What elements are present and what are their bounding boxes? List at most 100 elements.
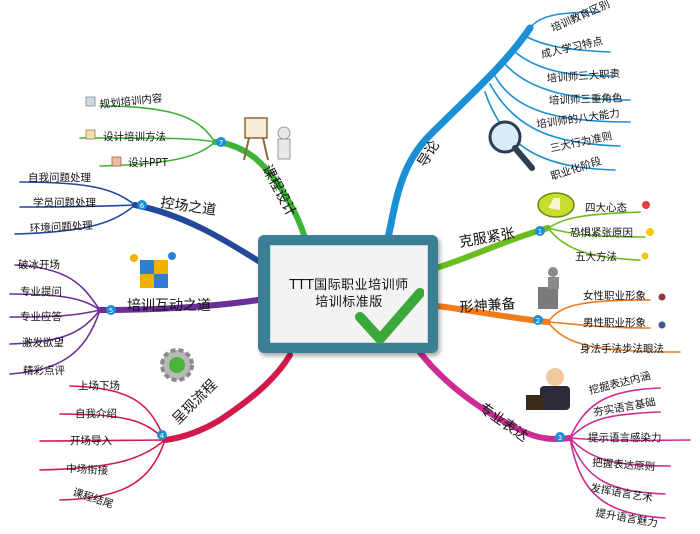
twig-kongchang-2 xyxy=(19,204,136,208)
badge-number-kecheng: 7 xyxy=(219,139,223,147)
center-title: TTT国际职业培训师 培训标准版 xyxy=(270,245,428,343)
branch-hudong xyxy=(9,264,261,375)
podium-icon xyxy=(538,267,559,309)
branch-trunk-kefu xyxy=(427,225,551,273)
branch-item: 五大方法 xyxy=(575,250,617,263)
twig-hudong-3 xyxy=(9,309,101,318)
twig-zhuanye-1 xyxy=(569,387,661,439)
branch-item: 中场衔接 xyxy=(66,462,109,477)
twig-hudong-1 xyxy=(14,264,101,311)
branch-item: 培训教育区别 xyxy=(549,0,612,35)
branch-item: 把握表达原则 xyxy=(592,456,656,473)
branch-items-kefu: 四大心态 恐惧紧张原因 五大方法 xyxy=(570,201,633,263)
branch-label-hudong: 培训互动之道 xyxy=(127,298,211,314)
branch-item: 发挥语言艺术 xyxy=(589,481,654,505)
branch-daolun xyxy=(381,11,631,254)
twig-kecheng-1 xyxy=(99,105,216,143)
branch-trunk-hudong xyxy=(97,297,261,313)
center-node: TTT国际职业培训师 培训标准版 xyxy=(258,235,438,353)
branch-item: 提升语言魅力 xyxy=(594,506,658,530)
twig-hudong-2 xyxy=(9,293,101,311)
branch-item: 自我问题处理 xyxy=(28,171,91,184)
badge-zhuanye xyxy=(555,432,565,442)
twig-xingshen-3 xyxy=(547,321,681,353)
twig-daolun-6 xyxy=(489,83,621,147)
branch-kongchang xyxy=(14,181,263,265)
badge-number-chengxian: 4 xyxy=(160,432,165,440)
branch-items-daolun: 培训教育区别 成人学习特点 培训师三大职责 培训师三重角色 培训师的八大能力 三… xyxy=(536,0,623,183)
gear-icon xyxy=(160,348,194,382)
magnifier-icon xyxy=(488,120,535,171)
twig-kecheng-2 xyxy=(79,137,216,143)
branch-items-kongchang: 自我问题处理 学员问题处理 环境问题处理 xyxy=(28,171,96,235)
badge-number-kongchang: 6 xyxy=(140,202,145,210)
twig-chengxian-5 xyxy=(59,439,166,501)
badge-number-zhuanye: 3 xyxy=(558,434,562,442)
branch-item: 开场导入 xyxy=(70,434,112,447)
twig-kongchang-1 xyxy=(19,181,136,206)
twig-daolun-4 xyxy=(504,63,631,101)
branch-trunk-kongchang xyxy=(132,202,263,265)
branch-label-chengxian: 呈现流程 xyxy=(170,377,221,428)
branch-item: 环境问题处理 xyxy=(29,219,93,235)
heart-icon xyxy=(642,201,650,209)
branch-trunk-daolun xyxy=(381,24,534,254)
branch-item: 规划培训内容 xyxy=(99,91,164,111)
twig-chengxian-1 xyxy=(69,385,166,441)
branch-item: 成人学习特点 xyxy=(540,34,604,61)
twig-daolun-2 xyxy=(524,35,611,53)
branch-item: 男性职业形象 xyxy=(583,316,646,329)
twig-zhuanye-5 xyxy=(569,437,666,495)
twig-zhuanye-2 xyxy=(569,411,661,439)
twig-daolun-3 xyxy=(514,51,616,77)
person-icon xyxy=(658,293,666,301)
badge-kecheng xyxy=(216,137,226,147)
branch-item: 激发欲望 xyxy=(22,336,64,349)
twig-chengxian-3 xyxy=(39,439,166,442)
branch-item: 恐惧紧张原因 xyxy=(570,226,633,239)
twig-xingshen-1 xyxy=(547,299,651,323)
badge-xingshen xyxy=(533,315,543,325)
branch-item: 设计PPT xyxy=(128,156,169,169)
twig-daolun-5 xyxy=(494,75,631,123)
twig-kefu-1 xyxy=(547,211,641,229)
face-icon xyxy=(646,228,654,236)
document-icon xyxy=(85,96,96,107)
branch-label-zhuanye: 专业表达 xyxy=(476,400,531,445)
twig-daolun-1 xyxy=(529,11,601,29)
branch-trunk-kecheng xyxy=(212,139,308,241)
branch-item: 培训师的八大能力 xyxy=(536,106,621,131)
badge-kongchang xyxy=(137,200,147,210)
badge-kefu xyxy=(535,226,545,236)
twig-zhuanye-3 xyxy=(569,437,691,442)
badge-hudong xyxy=(106,305,116,315)
branch-items-zhuanye: 挖掘表达内涵 夯实语言基础 提示语言感染力 把握表达原则 发挥语言艺术 提升语言… xyxy=(588,369,662,530)
branch-items-kecheng: 规划培训内容 设计培训方法 设计PPT xyxy=(99,91,169,169)
twig-kefu-2 xyxy=(547,227,646,238)
branch-item: 精彩点评 xyxy=(23,364,65,377)
branch-items-xingshen: 女性职业形象 男性职业形象 身法手法步法眼法 xyxy=(580,289,664,355)
branch-item: 设计培训方法 xyxy=(103,130,166,143)
branch-item: 专业应答 xyxy=(20,310,62,323)
branch-trunk-chengxian xyxy=(162,352,293,443)
twig-hudong-5 xyxy=(9,309,101,375)
branch-item: 上场下场 xyxy=(78,379,120,392)
branch-item: 女性职业形象 xyxy=(583,289,646,302)
speaker-icon xyxy=(526,368,570,410)
branch-item: 四大心态 xyxy=(585,201,627,214)
branch-item: 学员问题处理 xyxy=(33,196,96,209)
twig-zhuanye-6 xyxy=(569,437,666,519)
center-title-line1: TTT国际职业培训师 xyxy=(289,278,409,293)
puzzle-people-icon xyxy=(130,252,176,288)
branch-item: 身法手法步法眼法 xyxy=(580,342,664,355)
pencil-icon xyxy=(111,156,122,167)
twig-kongchang-3 xyxy=(14,204,136,235)
branch-label-kecheng: 课程设计 xyxy=(258,162,298,219)
branch-zhuanye xyxy=(415,347,691,519)
branch-trunk-zhuanye xyxy=(415,347,573,442)
badge-number-xingshen: 2 xyxy=(536,317,540,325)
twig-zhuanye-4 xyxy=(569,437,671,467)
checkmark-icon xyxy=(355,288,424,344)
